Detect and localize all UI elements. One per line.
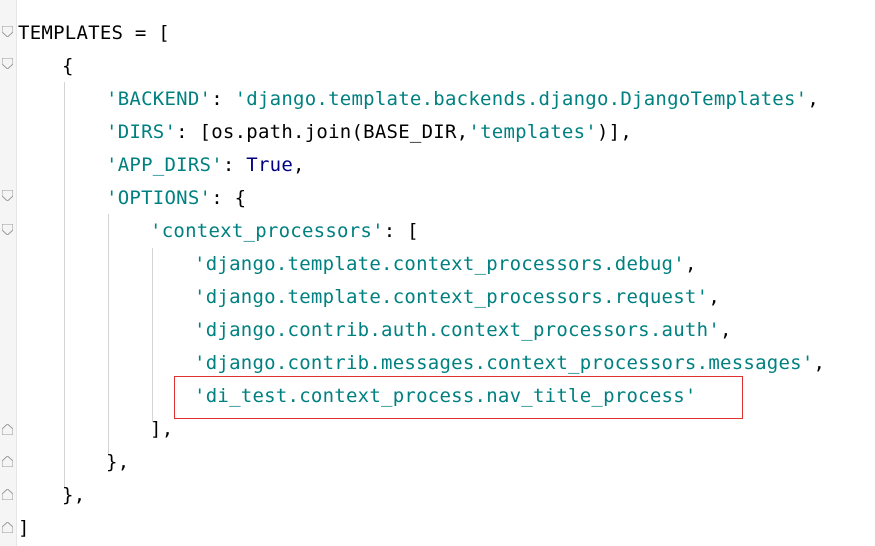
code-token: , <box>720 319 732 341</box>
code-token: , <box>807 88 820 110</box>
code-line[interactable]: 'django.contrib.auth.context_processors.… <box>194 314 732 347</box>
code-token: 'django.template.context_processors.debu… <box>194 253 685 275</box>
code-token: 'django.template.context_processors.requ… <box>194 286 709 308</box>
code-token: True <box>246 154 294 176</box>
code-token: : <box>211 88 235 110</box>
code-token: : <box>222 154 247 176</box>
code-line[interactable]: ], <box>150 413 173 446</box>
code-line[interactable]: 'BACKEND': 'django.template.backends.dja… <box>106 83 819 116</box>
code-line[interactable]: 'APP_DIRS': True, <box>106 149 305 182</box>
code-token: , <box>708 286 721 308</box>
code-token: { <box>62 55 74 77</box>
code-token: }, <box>106 451 130 473</box>
code-line[interactable]: 'OPTIONS': { <box>106 182 246 215</box>
code-token: 'templates' <box>468 121 597 143</box>
code-token: TEMPLATES = [ <box>18 22 170 44</box>
code-line[interactable]: }, <box>62 479 85 512</box>
fold-collapse-icon[interactable] <box>2 190 13 201</box>
fold-end-icon[interactable] <box>2 522 13 533</box>
fold-collapse-icon[interactable] <box>2 58 13 69</box>
code-line[interactable]: 'django.template.context_processors.debu… <box>194 248 697 281</box>
code-line[interactable]: }, <box>106 446 129 479</box>
code-line[interactable]: TEMPLATES = [ <box>18 17 170 50</box>
indent-guide <box>64 82 65 488</box>
code-line[interactable]: 'context_processors': [ <box>150 215 419 248</box>
code-token: 'APP_DIRS' <box>106 154 223 176</box>
code-token: 'OPTIONS' <box>106 187 212 209</box>
code-token: )], <box>596 121 633 143</box>
code-line[interactable]: 'django.template.context_processors.requ… <box>194 281 720 314</box>
fold-end-icon[interactable] <box>2 456 13 467</box>
code-token: 'django.template.backends.django.DjangoT… <box>234 88 808 110</box>
code-token: ], <box>150 418 174 440</box>
code-token: : { <box>211 187 247 209</box>
code-token: 'django.contrib.auth.context_processors.… <box>194 319 721 341</box>
fold-end-icon[interactable] <box>2 424 13 435</box>
code-token: 'BACKEND' <box>106 88 212 110</box>
code-token: 'context_processors' <box>150 220 384 242</box>
indent-guide <box>108 214 109 454</box>
code-token: ] <box>18 517 30 539</box>
code-line[interactable]: ] <box>18 512 30 545</box>
code-token: }, <box>62 484 86 506</box>
fold-collapse-icon[interactable] <box>2 26 13 37</box>
code-line[interactable]: { <box>62 50 74 83</box>
code-token: 'di_test.context_process.nav_title_proce… <box>194 385 697 407</box>
fold-collapse-icon[interactable] <box>2 224 13 235</box>
code-line[interactable]: 'di_test.context_process.nav_title_proce… <box>194 380 697 413</box>
editor-gutter <box>0 0 17 546</box>
code-token: : [os.path.join(BASE_DIR, <box>176 121 469 143</box>
code-token: , <box>293 154 305 176</box>
code-token: , <box>684 253 697 275</box>
code-token: 'DIRS' <box>106 121 177 143</box>
indent-guide <box>152 248 153 422</box>
code-line[interactable]: 'django.contrib.messages.context_process… <box>194 347 825 380</box>
code-line[interactable]: 'DIRS': [os.path.join(BASE_DIR,'template… <box>106 116 632 149</box>
fold-end-icon[interactable] <box>2 489 13 500</box>
code-token: : [ <box>383 220 419 242</box>
code-token: 'django.contrib.messages.context_process… <box>194 352 814 374</box>
code-token: , <box>813 352 826 374</box>
highlight-box <box>174 376 743 419</box>
